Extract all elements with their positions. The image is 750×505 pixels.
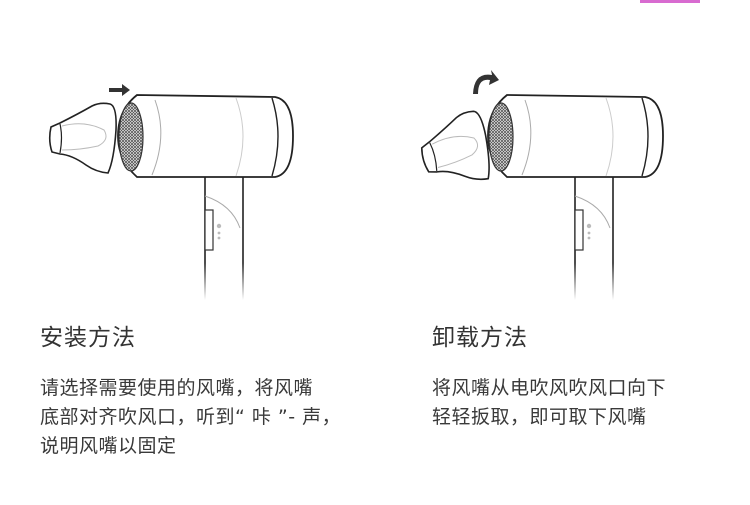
install-dryer-illustration bbox=[48, 84, 294, 301]
install-line: 说明风嘴以固定 bbox=[40, 435, 177, 457]
remove-line: 将风嘴从电吹风吹风口向下 bbox=[432, 377, 667, 399]
rotate-arrow-icon bbox=[473, 70, 499, 94]
push-arrow-icon bbox=[109, 84, 130, 96]
top-accent-bar bbox=[640, 0, 700, 3]
install-line: 底部对齐吹风口，听到“ 咔 ”- 声， bbox=[40, 406, 342, 428]
remove-description: 将风嘴从电吹风吹风口向下 轻轻扳取，即可取下风嘴 bbox=[432, 374, 666, 432]
install-line: 请选择需要使用的风嘴，将风嘴 bbox=[40, 377, 314, 399]
remove-line: 轻轻扳取，即可取下风嘴 bbox=[432, 406, 647, 428]
install-title: 安装方法 bbox=[40, 325, 136, 351]
hair-dryer-illustrations bbox=[48, 70, 664, 301]
remove-dryer-illustration bbox=[413, 70, 664, 301]
install-description: 请选择需要使用的风嘴，将风嘴 底部对齐吹风口，听到“ 咔 ”- 声， 说明风嘴以… bbox=[40, 374, 341, 461]
remove-title: 卸载方法 bbox=[432, 325, 528, 351]
